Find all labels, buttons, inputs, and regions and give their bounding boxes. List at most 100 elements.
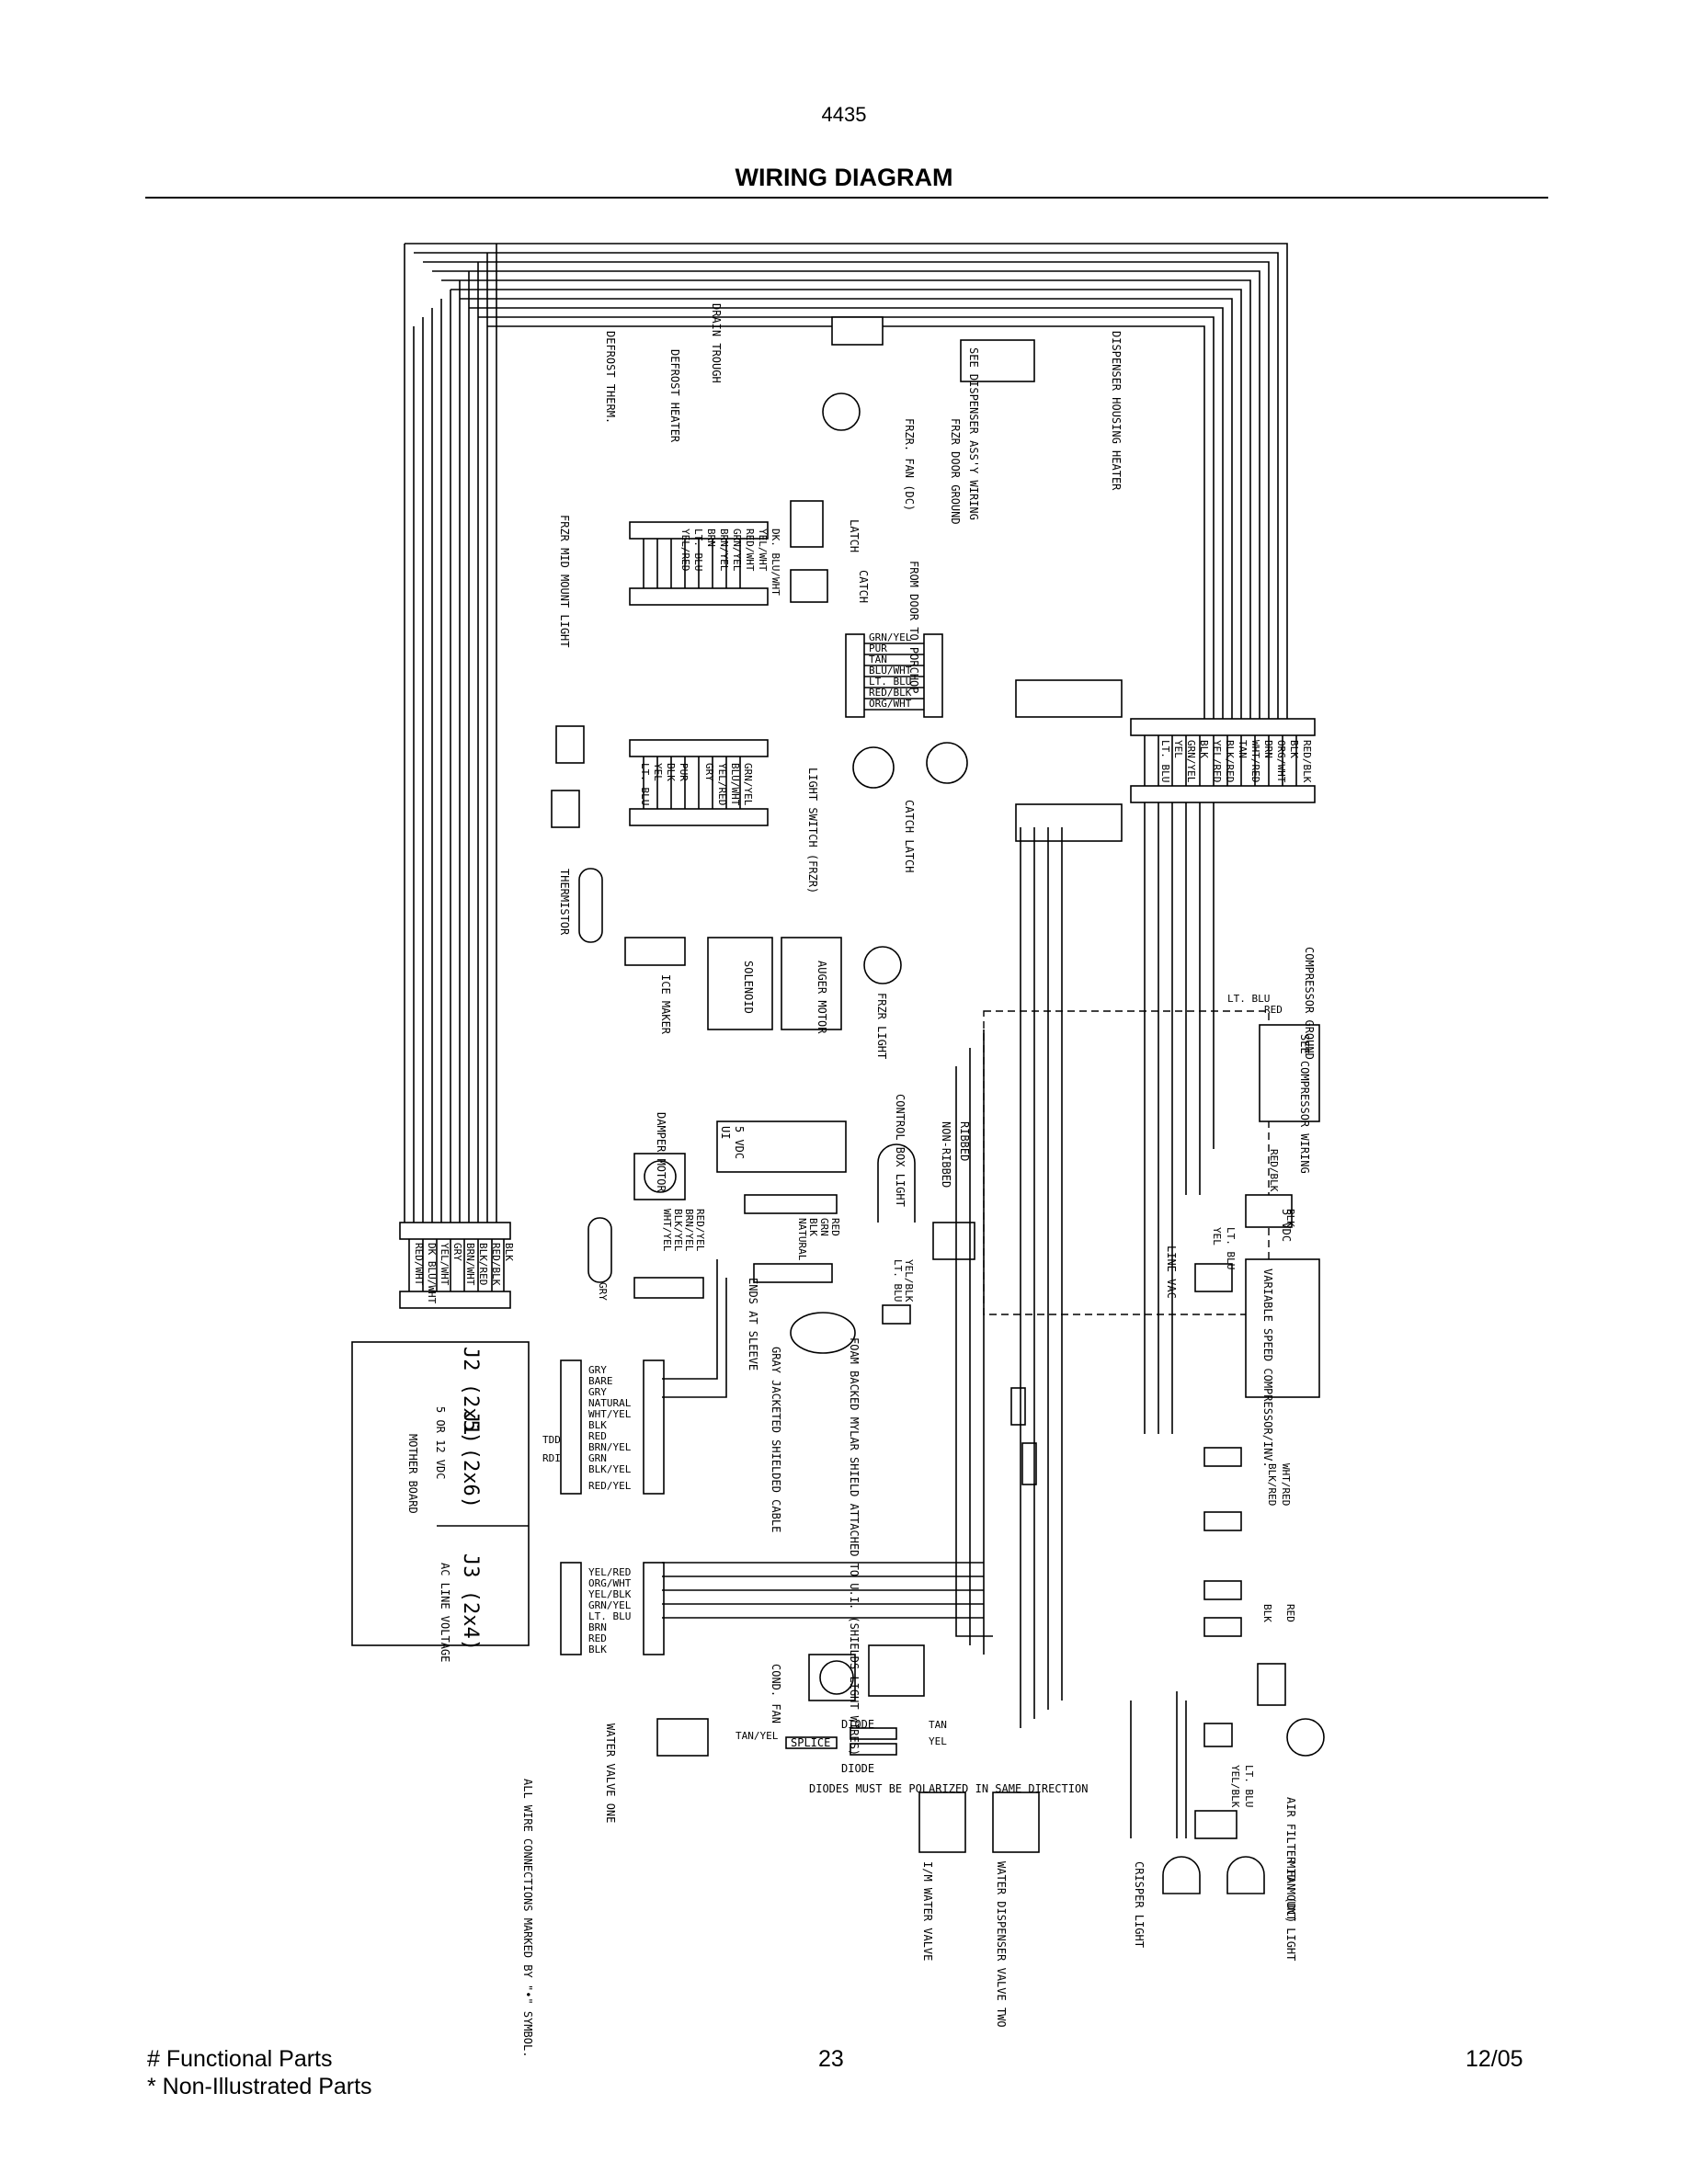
splice-label: SPLICE — [791, 1736, 830, 1749]
auger-motor-label: AUGER MOTOR — [815, 961, 828, 1034]
svg-text:YEL/RED: YEL/RED — [588, 1566, 631, 1578]
defrost-therm-label: DEFROST THERM. — [604, 331, 617, 424]
svg-text:BLK/YEL: BLK/YEL — [588, 1463, 632, 1475]
frzr-door-ground-label: FRZR DOOR GROUND — [949, 418, 962, 525]
thermistor-label: THERMISTOR — [558, 869, 571, 936]
ribbed-label: RIBBED — [958, 1121, 971, 1161]
mid-mount-light-label: MID MOUNT LIGHT — [1284, 1861, 1297, 1961]
svg-text:TDD: TDD — [542, 1434, 561, 1446]
im-water-valve-label: I/M WATER VALVE — [921, 1861, 934, 1961]
mother-board — [351, 1341, 665, 1655]
drain-trough-label: DRAIN TROUGH — [710, 303, 723, 383]
svg-text:LT. BLU: LT. BLU — [869, 676, 911, 688]
thermistor-2 — [587, 1217, 612, 1283]
svg-text:BLK: BLK — [503, 1243, 515, 1261]
svg-text:BLK/RED: BLK/RED — [477, 1243, 489, 1285]
splices — [1010, 1387, 1037, 1485]
svg-text:PUR: PUR — [678, 763, 690, 781]
five-vdc-label: 5 VDC — [733, 1126, 746, 1159]
ui-label: UI — [719, 1126, 732, 1139]
left-connector-pair — [399, 1222, 511, 1309]
water-dispenser-valve-label: WATER DISPENSER VALVE TWO — [995, 1861, 1008, 2028]
mid-connector — [629, 739, 769, 826]
svg-text:BLU/WHT: BLU/WHT — [729, 763, 741, 806]
svg-text:BLK/RED: BLK/RED — [1266, 1463, 1278, 1506]
wire-list-misc: GRY YEL/BLK LT. BLU TAN/YEL TAN YEL WHT/… — [542, 993, 1296, 1808]
svg-text:BLK: BLK — [588, 1419, 607, 1431]
wire-list-porchop: GRN/YEL PUR TAN BLU/WHT LT. BLU RED/BLK … — [869, 631, 912, 710]
dispenser-heater-label: DISPENSER HOUSING HEATER — [1110, 331, 1123, 491]
mother-board-label: MOTHER BOARD — [406, 1434, 419, 1514]
svg-text:RED: RED — [588, 1430, 607, 1442]
damper-motor-label: DAMPER MOTOR — [655, 1112, 667, 1192]
svg-text:YEL: YEL — [1211, 1227, 1223, 1246]
wire-list-mid: GRN/YEL BLU/WHT YEL/RED GRY PUR BLK YEL … — [639, 763, 754, 806]
damper-motor — [633, 1153, 704, 1299]
ice-maker-area — [551, 725, 902, 1030]
svg-text:RED: RED — [1284, 1604, 1296, 1622]
svg-text:LT. BLU: LT. BLU — [1225, 1227, 1237, 1269]
svg-text:BLK: BLK — [1288, 740, 1300, 758]
svg-text:LT. BLU: LT. BLU — [692, 529, 704, 571]
svg-text:YEL/BLK: YEL/BLK — [1229, 1765, 1241, 1808]
svg-text:BRN/YEL: BRN/YEL — [718, 529, 730, 572]
svg-text:RED: RED — [1264, 1004, 1283, 1016]
svg-text:YEL: YEL — [1172, 740, 1184, 758]
control-box-light — [877, 1143, 916, 1325]
svg-text:BRN: BRN — [705, 529, 717, 547]
catch-latch-connectors — [852, 679, 1123, 842]
cond-fan-label: COND. FAN — [770, 1664, 782, 1723]
svg-text:RED/YEL: RED/YEL — [694, 1209, 706, 1252]
water-valve-one-label: WATER VALVE ONE — [604, 1723, 617, 1823]
svg-text:BLK: BLK — [1284, 1209, 1296, 1227]
j3-label: J3 (2x4) — [459, 1553, 482, 1651]
svg-text:YEL/BLK: YEL/BLK — [588, 1588, 632, 1600]
see-compressor-label: SEE COMPRESSOR WIRING — [1298, 1034, 1311, 1174]
svg-text:RED: RED — [829, 1218, 841, 1236]
svg-text:GRY: GRY — [597, 1282, 609, 1301]
svg-text:BRN: BRN — [588, 1621, 607, 1633]
svg-text:GRN/YEL: GRN/YEL — [742, 763, 754, 806]
see-dispenser-label: SEE DISPENSER ASS'Y WIRING — [967, 347, 980, 520]
svg-text:GRY: GRY — [588, 1364, 607, 1376]
svg-text:BLK: BLK — [665, 763, 677, 781]
svg-text:YEL: YEL — [929, 1735, 947, 1747]
frzr-light-label: FRZR LIGHT — [875, 993, 888, 1059]
svg-text:LT. BLU: LT. BLU — [1159, 740, 1171, 782]
svg-text:BLU/WHT: BLU/WHT — [869, 665, 912, 677]
latch-label: LATCH — [848, 519, 861, 552]
svg-text:BLK/YEL: BLK/YEL — [672, 1209, 684, 1252]
water-valves — [656, 1718, 1040, 1853]
wire-list-j1j2: GRY BARE GRY NATURAL WHT/YEL BLK RED BRN… — [588, 1364, 632, 1492]
svg-text:RED/WHT: RED/WHT — [744, 529, 756, 572]
svg-text:LT. BLU: LT. BLU — [639, 763, 651, 805]
frzr-fan — [822, 316, 884, 431]
wire-list-ui: RED GRN BLK NATURAL — [796, 1218, 841, 1261]
porchop-connector — [845, 633, 943, 718]
labels: DRAIN TROUGH DEFROST THERM. DEFROST HEAT… — [406, 303, 1316, 2057]
svg-text:BRN: BRN — [1262, 740, 1274, 758]
svg-text:RED/BLK: RED/BLK — [1268, 1149, 1280, 1192]
gray-jacketed-label: GRAY JACKETED SHIELDED CABLE — [770, 1347, 782, 1532]
svg-text:LT. BLU: LT. BLU — [892, 1259, 904, 1302]
ui-board — [716, 1120, 856, 1354]
svg-text:GRY: GRY — [451, 1243, 463, 1261]
svg-text:YEL/RED: YEL/RED — [679, 529, 691, 571]
page-number: 23 — [818, 2046, 844, 2072]
five-or-12-vdc-label: 5 OR 12 VDC — [434, 1406, 447, 1479]
five-vdc-wave-label: 5 VDC — [1280, 1209, 1293, 1242]
variable-speed-label: VARIABLE SPEED COMPRESSOR/INV. — [1261, 1268, 1274, 1468]
defrost-heater-label: DEFROST HEATER — [668, 349, 681, 443]
svg-text:RED/WHT: RED/WHT — [413, 1243, 425, 1286]
svg-text:GRN/YEL: GRN/YEL — [869, 631, 912, 643]
from-door-label: FROM DOOR TO PORCHOP — [907, 561, 920, 694]
misc-wires — [662, 802, 1215, 1728]
latch-block — [790, 500, 828, 603]
svg-text:TAN: TAN — [1237, 740, 1249, 758]
ends-at-sleeve-label: ENDS AT SLEEVE — [747, 1278, 759, 1371]
light-switch-label: LIGHT SWITCH (FRZR) — [806, 768, 819, 893]
svg-text:GRN: GRN — [588, 1452, 607, 1464]
svg-text:ORG/WHT: ORG/WHT — [1275, 740, 1287, 783]
svg-text:WHT/YEL: WHT/YEL — [661, 1209, 673, 1252]
svg-text:TAN: TAN — [869, 654, 887, 665]
